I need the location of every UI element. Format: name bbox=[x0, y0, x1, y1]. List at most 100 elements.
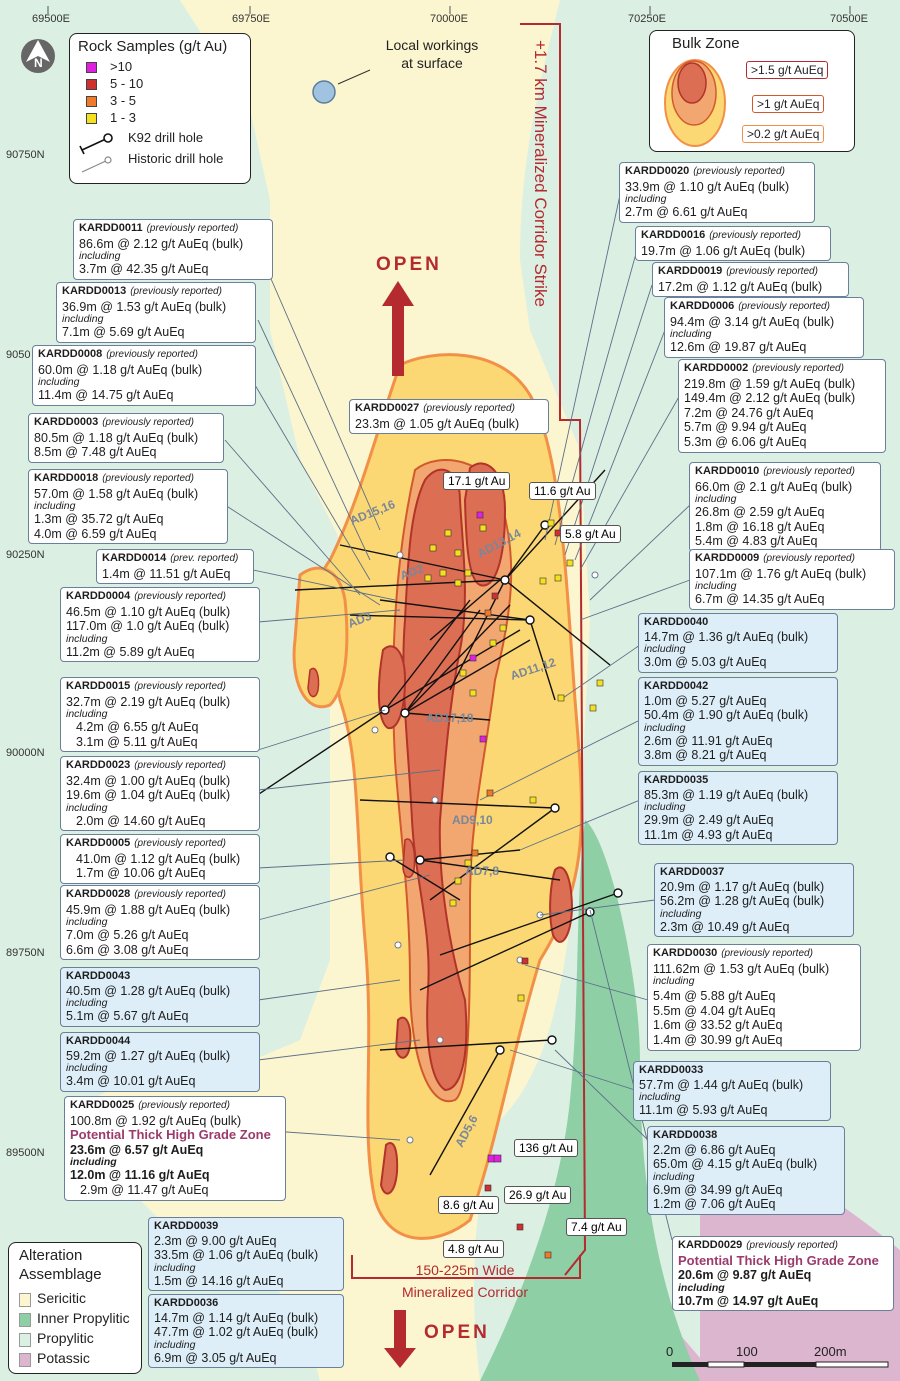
callout-kardd0020: KARDD0020(previously reported) 33.9m @ 1… bbox=[619, 162, 815, 223]
callout-kardd0013-prev: (previously reported) bbox=[130, 286, 222, 297]
callout-kardd0006-inc: including bbox=[670, 328, 712, 341]
callout-kardd0006-prev: (previously reported) bbox=[738, 301, 830, 312]
callout-kardd0005-name: KARDD0005 bbox=[66, 837, 131, 849]
callout-kardd0038-name: KARDD0038 bbox=[653, 1129, 718, 1141]
legend-label-1-3: 1 - 3 bbox=[110, 110, 137, 125]
callout-kardd0044-name: KARDD0044 bbox=[66, 1035, 131, 1047]
callout-kardd0025-name: KARDD0025 bbox=[70, 1099, 135, 1111]
callout-kardd0038-inc: including bbox=[653, 1170, 695, 1183]
callout-kardd0002-l5: 5.3m @ 6.06 g/t AuEq bbox=[684, 434, 807, 449]
callout-kardd0010-l2: 26.8m @ 2.59 g/t AuEq bbox=[695, 505, 825, 520]
callout-kardd0025-hi: Potential Thick High Grade Zone bbox=[70, 1127, 271, 1143]
callout-kardd0029-prev: (previously reported) bbox=[746, 1240, 838, 1251]
northing-6: 89500N bbox=[6, 1147, 45, 1159]
callout-kardd0009-prev: (previously reported) bbox=[763, 553, 855, 564]
alt-swatch-inner-propylitic bbox=[19, 1313, 31, 1327]
callout-kardd0036-l1: 14.7m @ 1.14 g/t AuEq (bulk) bbox=[154, 1310, 319, 1325]
callout-kardd0033-name: KARDD0033 bbox=[639, 1064, 704, 1076]
callout-kardd0025-l4: 2.9m @ 11.47 g/t AuEq bbox=[80, 1182, 209, 1197]
callout-kardd0035-name: KARDD0035 bbox=[644, 774, 709, 786]
local-workings-label-1: Local workings bbox=[386, 37, 479, 53]
callout-kardd0002: KARDD0002(previously reported) 219.8m @ … bbox=[678, 359, 886, 453]
callout-kardd0005-l1: 41.0m @ 1.12 g/t AuEq (bulk) bbox=[76, 851, 241, 866]
alt-label-potassic: Potassic bbox=[37, 1350, 90, 1366]
callout-kardd0009-l2: 6.7m @ 14.35 g/t AuEq bbox=[695, 592, 825, 607]
drill-legend-symbols bbox=[79, 133, 113, 173]
callout-kardd0019-l1: 17.2m @ 1.12 g/t AuEq (bulk) bbox=[658, 279, 823, 294]
callout-kardd0023-prev: (previously reported) bbox=[134, 760, 226, 771]
callout-kardd0044-l2: 3.4m @ 10.01 g/t AuEq bbox=[66, 1074, 196, 1089]
callout-kardd0039-l3: 1.5m @ 14.16 g/t AuEq bbox=[154, 1273, 284, 1288]
rock-legend-title: Rock Samples (g/t Au) bbox=[78, 38, 228, 55]
callout-kardd0040: KARDD0040 14.7m @ 1.36 g/t AuEq (bulk) i… bbox=[638, 613, 838, 673]
sample-label-17-1: 17.1 g/t Au bbox=[443, 472, 511, 490]
callout-kardd0015: KARDD0015(previously reported) 32.7m @ 2… bbox=[60, 677, 260, 753]
callout-kardd0040-l2: 3.0m @ 5.03 g/t AuEq bbox=[644, 655, 767, 670]
callout-kardd0023: KARDD0023(previously reported) 32.4m @ 1… bbox=[60, 756, 260, 832]
bulk-legend-low: >0.2 g/t AuEq bbox=[742, 125, 825, 143]
callout-kardd0042-inc: including bbox=[644, 721, 686, 734]
callout-kardd0042-name: KARDD0042 bbox=[644, 680, 709, 692]
alt-label-inner-propylitic: Inner Propylitic bbox=[37, 1310, 130, 1326]
callout-kardd0029: KARDD0029(previously reported) Potential… bbox=[672, 1236, 894, 1312]
legend-label-3-5: 3 - 5 bbox=[110, 93, 137, 108]
corridor-width-label-2: Mineralized Corridor bbox=[402, 1284, 528, 1300]
callout-kardd0008: KARDD0008(previously reported) 60.0m @ 1… bbox=[32, 345, 256, 406]
callout-kardd0028-l3: 6.6m @ 3.08 g/t AuEq bbox=[66, 942, 189, 957]
bulk-zone-high-small bbox=[402, 838, 416, 878]
hole-label-ad9-10: AD9,10 bbox=[452, 813, 493, 827]
bulk-zone-high-far-w bbox=[307, 667, 320, 698]
callout-kardd0016-name: KARDD0016 bbox=[641, 229, 706, 241]
callout-kardd0023-l2: 19.6m @ 1.04 g/t AuEq (bulk) bbox=[66, 788, 231, 803]
legend-label-gt10: >10 bbox=[110, 59, 133, 74]
callout-kardd0003-prev: (previously reported) bbox=[102, 417, 194, 428]
callout-kardd0016-l1: 19.7m @ 1.06 g/t AuEq (bulk) bbox=[641, 243, 806, 258]
bulk-legend-title: Bulk Zone bbox=[672, 35, 740, 52]
drill-traces bbox=[249, 469, 619, 1176]
callout-kardd0011-prev: (previously reported) bbox=[146, 223, 239, 234]
callout-kardd0015-prev: (previously reported) bbox=[134, 681, 226, 692]
northing-5: 89750N bbox=[6, 947, 45, 959]
callout-kardd0002-l4: 5.7m @ 9.94 g/t AuEq bbox=[684, 420, 807, 435]
callout-kardd0006-l2: 12.6m @ 19.87 g/t AuEq bbox=[670, 340, 807, 355]
callout-kardd0006: KARDD0006(previously reported) 94.4m @ 3… bbox=[664, 297, 864, 358]
scale-0: 0 bbox=[666, 1344, 673, 1359]
callout-kardd0038-l4: 1.2m @ 7.06 g/t AuEq bbox=[653, 1197, 776, 1212]
north-arrow-pointer bbox=[26, 40, 50, 62]
callout-kardd0043-name: KARDD0043 bbox=[66, 970, 131, 982]
callout-kardd0029-hi: Potential Thick High Grade Zone bbox=[678, 1252, 879, 1268]
bulk-zone-legend: Bulk Zone >1.5 g/t AuEq >1 g/t AuEq >0.2… bbox=[649, 30, 855, 152]
callout-kardd0043-l2: 5.1m @ 5.67 g/t AuEq bbox=[66, 1009, 189, 1024]
callout-kardd0030-l5: 1.4m @ 30.99 g/t AuEq bbox=[653, 1032, 783, 1047]
callout-kardd0037-inc: including bbox=[660, 907, 702, 920]
easting-5: 70500E bbox=[830, 13, 868, 25]
callout-kardd0036-inc: including bbox=[154, 1338, 196, 1351]
callout-kardd0018-l2: 1.3m @ 35.72 g/t AuEq bbox=[34, 512, 164, 527]
easting-4: 70250E bbox=[628, 13, 666, 25]
callout-kardd0033: KARDD0033 57.7m @ 1.44 g/t AuEq (bulk) i… bbox=[633, 1061, 831, 1121]
alt-label-sericitic: Sericitic bbox=[37, 1290, 87, 1306]
callout-kardd0011-inc: including bbox=[79, 250, 121, 263]
callout-kardd0025-l3: 12.0m @ 11.16 g/t AuEq bbox=[70, 1168, 210, 1183]
legend-label-k92: K92 drill hole bbox=[128, 130, 204, 145]
callout-kardd0027: KARDD0027(previously reported) 23.3m @ 1… bbox=[349, 399, 549, 435]
callout-kardd0037-l3: 2.3m @ 10.49 g/t AuEq bbox=[660, 919, 790, 934]
bulk-zone-high-n bbox=[463, 462, 507, 587]
callout-kardd0028-prev: (previously reported) bbox=[134, 889, 226, 900]
callout-kardd0029-inc: including bbox=[678, 1281, 725, 1294]
rock-samples-legend: Rock Samples (g/t Au) >10 5 - 10 3 - 5 1… bbox=[69, 33, 251, 184]
k92-collars bbox=[380, 520, 623, 1055]
alt-swatch-propylitic bbox=[19, 1333, 31, 1347]
corridor-width-bracket bbox=[351, 1255, 581, 1279]
callout-kardd0010-inc: including bbox=[695, 493, 737, 506]
callout-kardd0004-l1: 46.5m @ 1.10 g/t AuEq (bulk) bbox=[66, 604, 231, 619]
sample-label-136: 136 g/t Au bbox=[514, 1139, 579, 1157]
callout-kardd0030: KARDD0030(previously reported) 111.62m @… bbox=[647, 944, 861, 1051]
bulk-zone-high-s bbox=[379, 1142, 399, 1195]
callout-kardd0008-prev: (previously reported) bbox=[106, 349, 198, 360]
callout-kardd0028-name: KARDD0028 bbox=[66, 888, 131, 900]
callout-kardd0019: KARDD0019(previously reported) 17.2m @ 1… bbox=[652, 262, 849, 298]
callout-kardd0004-l3: 11.2m @ 5.89 g/t AuEq bbox=[66, 644, 195, 659]
legend-label-5-10: 5 - 10 bbox=[110, 76, 144, 91]
workings-arrow bbox=[337, 69, 371, 85]
